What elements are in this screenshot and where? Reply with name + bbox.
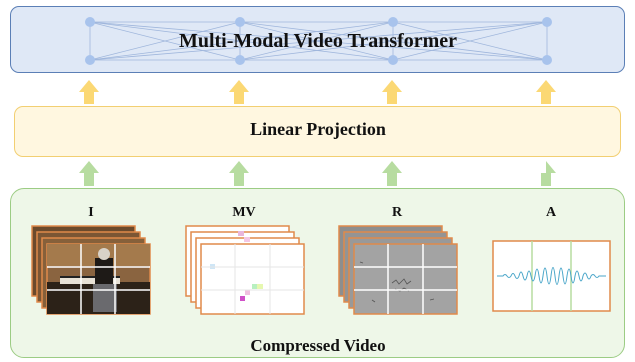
transformer-block	[10, 6, 625, 73]
i-frame-stack	[31, 225, 151, 315]
waveform	[497, 267, 606, 285]
node	[388, 17, 398, 27]
modality-label-i: I	[88, 205, 94, 220]
r-frame-stack	[338, 225, 458, 315]
modality-label-mv: MV	[232, 205, 256, 220]
node	[542, 17, 552, 27]
node	[542, 55, 552, 65]
node	[388, 55, 398, 65]
arrow-up-icon	[536, 161, 556, 186]
audio-waveform-panel	[492, 240, 611, 312]
transformer-network	[89, 21, 548, 61]
linear-projection-block	[14, 106, 621, 157]
modality-label-a: A	[545, 205, 557, 220]
green-arrows	[79, 161, 556, 186]
linear-projection-title: Linear Projection	[250, 119, 386, 139]
mv-frame-stack	[185, 225, 305, 315]
arrow-up-icon	[79, 161, 99, 186]
arrow-up-icon	[79, 80, 99, 104]
node	[235, 55, 245, 65]
arrow-up-icon	[536, 80, 556, 104]
arrow-up-icon	[229, 161, 249, 186]
compressed-video-title: Compressed Video	[250, 336, 386, 355]
modality-label-r: R	[391, 205, 403, 220]
transformer-nodes	[85, 17, 552, 65]
i-frame-front	[46, 243, 151, 315]
node	[85, 17, 95, 27]
arrow-up-icon	[382, 80, 402, 104]
arrow-up-icon	[382, 161, 402, 186]
yellow-arrows	[79, 80, 556, 104]
transformer-title: Multi-Modal Video Transformer	[178, 30, 458, 52]
node	[85, 55, 95, 65]
arrow-up-icon	[229, 80, 249, 104]
node	[235, 17, 245, 27]
